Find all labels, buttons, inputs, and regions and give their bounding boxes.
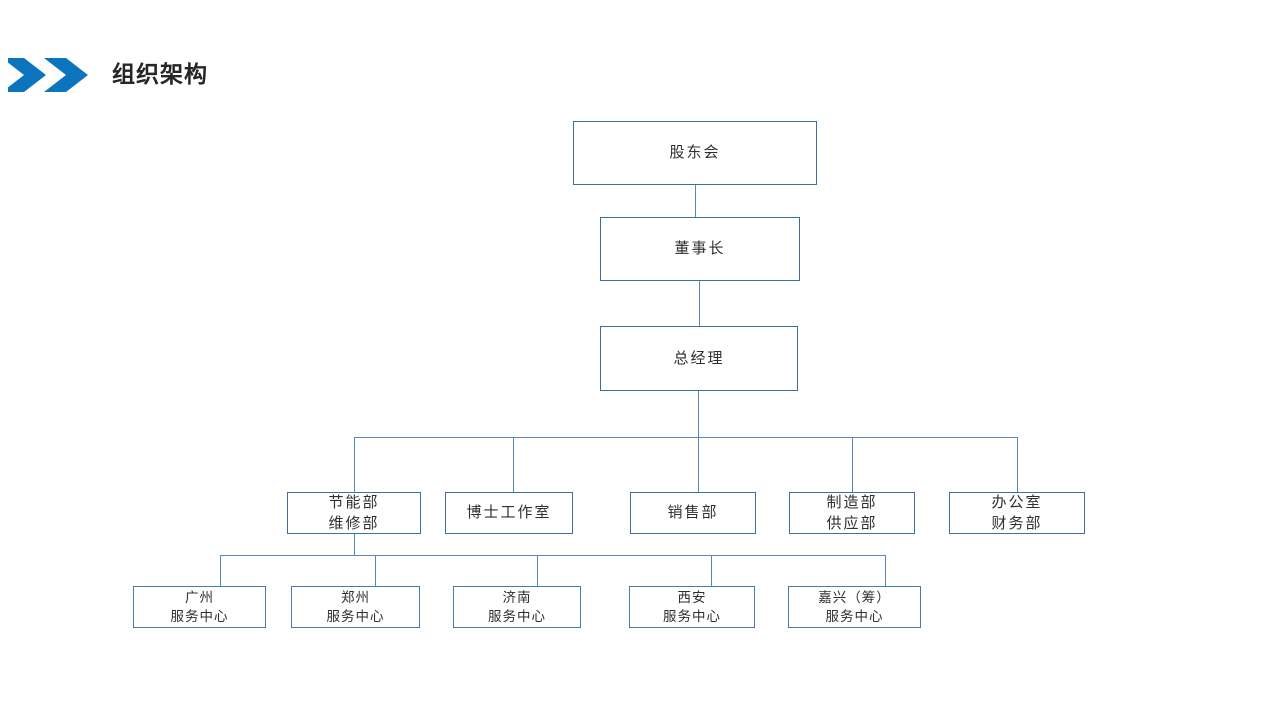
org-node-label-line1: 嘉兴（筹） [818,589,891,605]
org-node-office-finance[interactable]: 办公室 财务部 [949,492,1085,534]
org-node-label-line1: 西安 [677,589,707,605]
org-node-label-line1: 制造部 [826,493,878,511]
edge-bus-energymaintenance [354,437,355,492]
edge-bus-manufacturesupply [852,437,853,492]
bus-departments [354,437,1018,438]
org-node-label-line2: 财务部 [991,515,1043,532]
org-node-label-line2: 服务中心 [170,609,229,624]
bus-service-centers [220,555,885,556]
org-node-label-line2: 服务中心 [825,609,884,624]
org-node-label-line1: 济南 [502,589,532,605]
org-node-label: 总经理 [673,349,725,367]
edge-bus-xian [711,555,712,586]
page-title: 组织架构 [112,61,208,87]
org-node-chairman[interactable]: 董事长 [600,217,800,281]
edge-generalmanager-bus [698,391,699,437]
org-node-label-line2: 服务中心 [663,609,721,624]
edge-bus-zhengzhou [375,555,376,586]
org-node-label-line2: 服务中心 [326,609,385,624]
org-node-label-line1: 节能部 [328,493,380,511]
org-node-sales[interactable]: 销售部 [630,492,756,534]
org-node-label-line1: 广州 [185,589,214,605]
org-node-label-line1: 博士工作室 [466,504,552,522]
org-node-energy-maintenance[interactable]: 节能部 维修部 [287,492,421,534]
org-node-label-line2: 服务中心 [488,609,546,624]
org-node-shareholders[interactable]: 股东会 [573,121,817,185]
org-node-doctor-studio[interactable]: 博士工作室 [445,492,573,534]
org-node-jinan-center[interactable]: 济南 服务中心 [453,586,581,628]
org-node-label-line1: 销售部 [667,504,719,522]
org-node-label-line1: 郑州 [341,589,370,605]
edge-bus-sales [698,437,699,492]
org-node-zhengzhou-center[interactable]: 郑州 服务中心 [291,586,420,628]
org-node-label: 董事长 [674,240,726,258]
edge-chairman-generalmanager [699,281,700,326]
org-node-label: 股东会 [669,144,721,162]
edge-shareholders-chairman [695,185,696,217]
double-chevron-right-icon [2,56,88,94]
org-node-general-manager[interactable]: 总经理 [600,326,798,391]
edge-bus-officefinance [1017,437,1018,492]
edge-energymaintenance-bus [354,534,355,555]
org-node-label-line2: 维修部 [328,515,380,532]
edge-bus-jiaxing [885,555,886,586]
edge-bus-jinan [537,555,538,586]
org-node-guangzhou-center[interactable]: 广州 服务中心 [133,586,266,628]
edge-bus-doctorstudio [513,437,514,492]
org-node-xian-center[interactable]: 西安 服务中心 [629,586,755,628]
org-node-label-line2: 供应部 [826,515,878,532]
org-node-label-line1: 办公室 [991,493,1043,511]
edge-bus-guangzhou [220,555,221,586]
org-node-manufacture-supply[interactable]: 制造部 供应部 [789,492,915,534]
org-node-jiaxing-center[interactable]: 嘉兴（筹） 服务中心 [788,586,921,628]
